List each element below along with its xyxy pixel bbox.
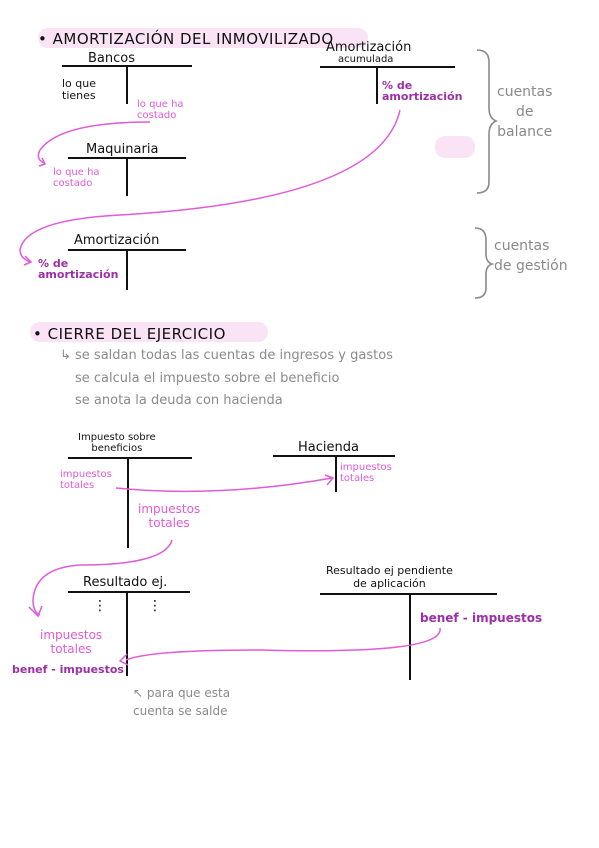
pendiente-credit-entry: benef - impuestos: [420, 611, 543, 625]
section1-title: • AMORTIZACIÓN DEL INMOVILIZADO: [38, 30, 334, 48]
title-highlight: [38, 28, 368, 48]
bancos-note: lo que ha costado: [137, 99, 184, 121]
amort-acum-credit-entry: % de amortización: [382, 79, 463, 103]
impuesto-account-name: Impuesto sobre beneficios: [78, 432, 156, 454]
resultado-dots-left: ⋮: [93, 598, 107, 614]
resultado-note: ↖ para que esta cuenta se salde: [133, 686, 231, 718]
brace-label-gestion: cuentas de gestión: [494, 238, 568, 274]
brace-label-balance: cuentas de balance: [497, 84, 553, 140]
impuesto-debit-entry: impuestos totales: [60, 469, 112, 491]
pendiente-account-name: Resultado ej pendiente de aplicación: [326, 564, 453, 590]
resultado-debit-entry-1: impuestos totales: [40, 628, 103, 656]
cierre-line-1: ↳ se saldan todas las cuentas de ingreso…: [60, 348, 393, 363]
cierre-line-2: se calcula el impuesto sobre el benefici…: [75, 371, 340, 386]
bancos-account-name: Bancos: [88, 51, 135, 66]
amort-acum-subtitle: acumulada: [338, 54, 394, 65]
resultado-debit-entry-2: benef - impuestos: [12, 663, 124, 676]
hacienda-account-name: Hacienda: [298, 440, 359, 455]
maquinaria-debit-entry: lo que ha costado: [53, 167, 100, 189]
title2-highlight: [30, 322, 268, 342]
hacienda-credit-entry: impuestos totales: [340, 462, 392, 484]
resultado-dots-right: ⋮: [148, 598, 162, 614]
resultado-account-name: Resultado ej.: [83, 575, 168, 590]
amortizacion-account-name: Amortización: [74, 233, 160, 248]
amortizacion-debit-entry: % de amortización: [38, 257, 119, 281]
cierre-line-3: se anota la deuda con hacienda: [75, 393, 283, 408]
section2-title: • CIERRE DEL EJERCICIO: [33, 325, 226, 343]
maquinaria-account-name: Maquinaria: [86, 142, 159, 157]
highlight-blob: [435, 136, 475, 158]
impuesto-credit-entry: impuestos totales: [138, 502, 201, 530]
amort-acum-account-name: Amortización: [326, 40, 412, 55]
bancos-debit-entry: lo que tienes: [62, 77, 97, 102]
